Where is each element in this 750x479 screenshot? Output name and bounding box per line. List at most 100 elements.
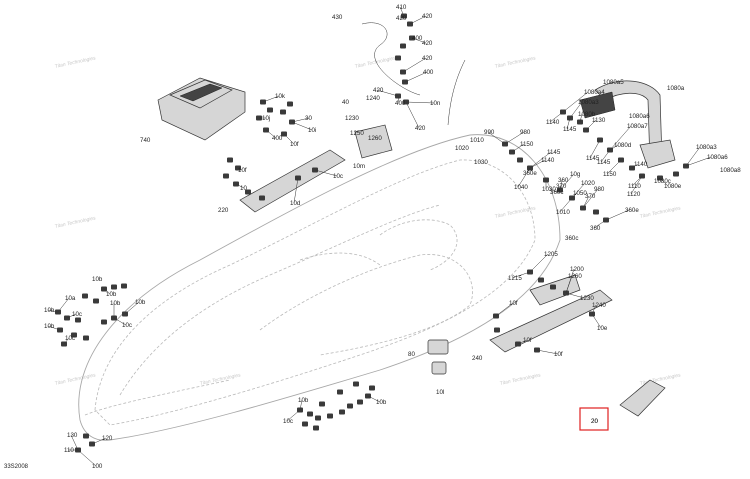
callout-label[interactable]: 360e [523, 170, 537, 177]
callout-label[interactable]: 1140 [634, 161, 648, 168]
callout-label[interactable]: 1080e [664, 183, 682, 190]
callout-label[interactable]: 10m [353, 163, 365, 170]
callout-label[interactable]: 740 [140, 137, 151, 144]
callout-label[interactable]: 980 [520, 129, 531, 136]
callout-label[interactable]: 410 [396, 4, 407, 11]
callout-label[interactable]: 360 [590, 225, 601, 232]
callout-label[interactable]: 10b [298, 397, 309, 404]
callout-label[interactable]: 10f [290, 141, 299, 148]
callout-label[interactable]: 1080a4 [584, 89, 605, 96]
callout-label[interactable]: 10b [106, 291, 117, 298]
callout-label[interactable]: 980 [594, 186, 605, 193]
callout-label[interactable]: 220 [218, 207, 229, 214]
callout-label[interactable]: 10j [262, 115, 270, 122]
callout-label[interactable]: 10d [290, 200, 301, 207]
callout-label[interactable]: 130 [67, 432, 78, 439]
callout-label[interactable]: 400 [272, 135, 283, 142]
callout-label[interactable]: 1080a [667, 85, 685, 92]
callout-label[interactable]: 370 [556, 183, 567, 190]
callout-label[interactable]: 1050 [573, 190, 587, 197]
callout-label[interactable]: 100 [92, 463, 103, 470]
callout-label[interactable]: 1240 [366, 95, 380, 102]
callout-label[interactable]: 240 [472, 355, 483, 362]
callout-label[interactable]: 1010 [470, 137, 484, 144]
callout-label[interactable]: 1080a3 [696, 144, 717, 151]
callout-label[interactable]: 1020 [455, 145, 469, 152]
callout-label[interactable]: 420 [373, 87, 384, 94]
callout-label[interactable]: 1120 [627, 191, 641, 198]
callout-label[interactable]: 20 [591, 418, 598, 425]
callout-label[interactable]: 1150 [603, 171, 617, 178]
callout-label[interactable]: 110 [64, 447, 74, 454]
callout-label[interactable]: 1080a7 [627, 123, 648, 130]
callout-label[interactable]: 10l [436, 389, 444, 396]
callout-label[interactable]: 1080a5 [603, 79, 624, 86]
callout-label[interactable]: 10c [72, 311, 82, 318]
callout-label[interactable]: 430 [332, 14, 343, 21]
callout-label[interactable]: 1205 [544, 251, 558, 258]
callout-label[interactable]: 10f [554, 351, 563, 358]
callout-label[interactable]: 1080a8 [720, 167, 741, 174]
callout-label[interactable]: 10e [597, 325, 608, 332]
callout-label[interactable]: 1110 [628, 183, 641, 190]
callout-label[interactable]: 10c [65, 335, 75, 342]
callout-label[interactable]: 10c [122, 322, 132, 329]
callout-label[interactable]: 1215 [508, 275, 522, 282]
highlighted-callout-box[interactable] [579, 407, 609, 431]
callout-label[interactable]: 360c [550, 189, 563, 196]
callout-label[interactable]: 1250 [350, 130, 364, 137]
callout-label[interactable]: 1080a6 [707, 154, 728, 161]
callout-label[interactable]: 1200 [570, 266, 584, 273]
highlighted-callout-label[interactable]: 20 [591, 418, 598, 425]
callout-label[interactable]: 1260 [568, 273, 582, 280]
callout-label[interactable]: 1080a6 [629, 113, 650, 120]
callout-label[interactable]: 10f [509, 300, 518, 307]
callout-label[interactable]: 10i [308, 127, 316, 134]
callout-label[interactable]: 1130 [592, 117, 606, 124]
callout-label[interactable]: 360 [558, 177, 569, 184]
callout-label[interactable]: 1080a3 [578, 99, 599, 106]
callout-label[interactable]: 1145 [586, 155, 600, 162]
callout-label[interactable]: 1140 [546, 119, 560, 126]
callout-label[interactable]: 10b [135, 299, 146, 306]
callout-label[interactable]: 1080b [578, 111, 596, 118]
callout-label[interactable]: 1230 [345, 115, 359, 122]
callout-label[interactable]: 1030 [474, 159, 488, 166]
callout-label[interactable]: 420 [396, 15, 407, 22]
callout-label[interactable]: 30 [305, 115, 312, 122]
callout-label[interactable]: 1230 [580, 295, 594, 302]
callout-label[interactable]: 1080d [614, 142, 632, 149]
callout-label[interactable]: 10b [110, 300, 121, 307]
callout-label[interactable]: 10 [240, 185, 247, 192]
callout-label[interactable]: 420 [422, 55, 433, 62]
callout-label[interactable]: 360e [625, 207, 639, 214]
callout-label[interactable]: 10b [44, 323, 55, 330]
callout-label[interactable]: 370 [585, 193, 596, 200]
callout-label[interactable]: 1030 [542, 186, 556, 193]
callout-label[interactable]: 400 [412, 35, 423, 42]
callout-label[interactable]: 1010 [556, 209, 570, 216]
callout-label[interactable]: 40 [342, 99, 349, 106]
callout-label[interactable]: 1150 [520, 141, 534, 148]
callout-label[interactable]: 10n [430, 100, 441, 107]
callout-label[interactable]: 1145 [547, 149, 561, 156]
callout-label[interactable]: 1080c [654, 178, 671, 185]
callout-label[interactable]: 1040 [514, 184, 528, 191]
callout-label[interactable]: 10b [44, 307, 55, 314]
callout-label[interactable]: 10c [333, 173, 343, 180]
callout-label[interactable]: 990 [484, 129, 495, 136]
callout-label[interactable]: 1240 [592, 302, 606, 309]
callout-label[interactable]: 10c [283, 418, 293, 425]
callout-label[interactable]: 360c [565, 235, 578, 242]
callout-label[interactable]: 10g [570, 171, 581, 178]
callout-label[interactable]: 80 [408, 351, 415, 358]
callout-label[interactable]: 1145 [597, 159, 611, 166]
callout-label[interactable]: 10f [523, 337, 532, 344]
callout-label[interactable]: 400 [423, 69, 434, 76]
callout-label[interactable]: 10b [92, 276, 103, 283]
callout-label[interactable]: 400 [395, 100, 406, 107]
callout-label[interactable]: 1020 [581, 180, 595, 187]
callout-label[interactable]: 10a [65, 295, 76, 302]
callout-label[interactable]: 1140 [541, 157, 555, 164]
callout-label[interactable]: 420 [422, 40, 433, 47]
